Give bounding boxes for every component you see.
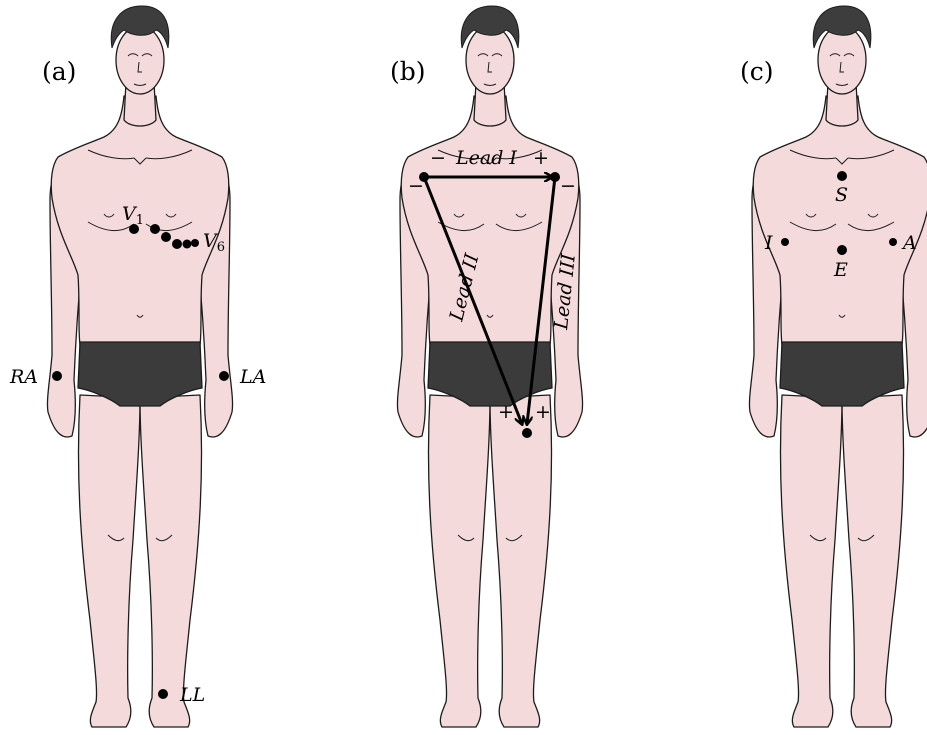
panel-b-label: (b): [390, 57, 426, 86]
label-la: LA: [239, 366, 266, 388]
electrode-a: [889, 238, 897, 246]
label-i: I: [764, 232, 773, 254]
electrode-la-b: [550, 172, 560, 182]
label-s: S: [835, 184, 848, 206]
electrode-i: [781, 238, 789, 246]
body-figure-a: [47, 6, 232, 727]
electrode-s: [837, 171, 847, 181]
body-figure-c: [749, 6, 927, 727]
lead-ii-plus: +: [498, 401, 514, 423]
electrode-v5: [183, 240, 192, 249]
electrode-v2: [150, 224, 160, 234]
label-lead-i: Lead I: [455, 147, 517, 169]
label-e: E: [833, 259, 848, 281]
panel-c: (c) S E I A: [740, 6, 927, 727]
label-ll: LL: [179, 684, 205, 706]
label-a: A: [901, 232, 917, 254]
body-figure-b: [397, 6, 582, 727]
electrode-ra: [52, 371, 62, 381]
panel-a-label: (a): [42, 57, 76, 86]
lead-iii-plus: +: [535, 401, 551, 423]
electrode-v6: [191, 239, 199, 247]
lead-iii-minus: −: [560, 175, 576, 197]
electrode-v4: [172, 239, 182, 249]
panel-b: (b) Lead I − + Lead II − + Lead III − +: [390, 6, 583, 727]
panel-c-label: (c): [740, 57, 774, 86]
electrode-ll-b: [522, 428, 532, 438]
label-ra: RA: [9, 366, 38, 388]
lead-i-plus: +: [533, 147, 549, 169]
lead-ii-minus: −: [408, 175, 424, 197]
panel-a: (a) RA LA LL V1 V6: [9, 6, 266, 727]
electrode-la: [219, 371, 229, 381]
electrode-v3: [161, 232, 171, 242]
lead-i-minus: −: [430, 147, 446, 169]
electrode-e: [837, 245, 847, 255]
electrode-ll: [158, 689, 168, 699]
